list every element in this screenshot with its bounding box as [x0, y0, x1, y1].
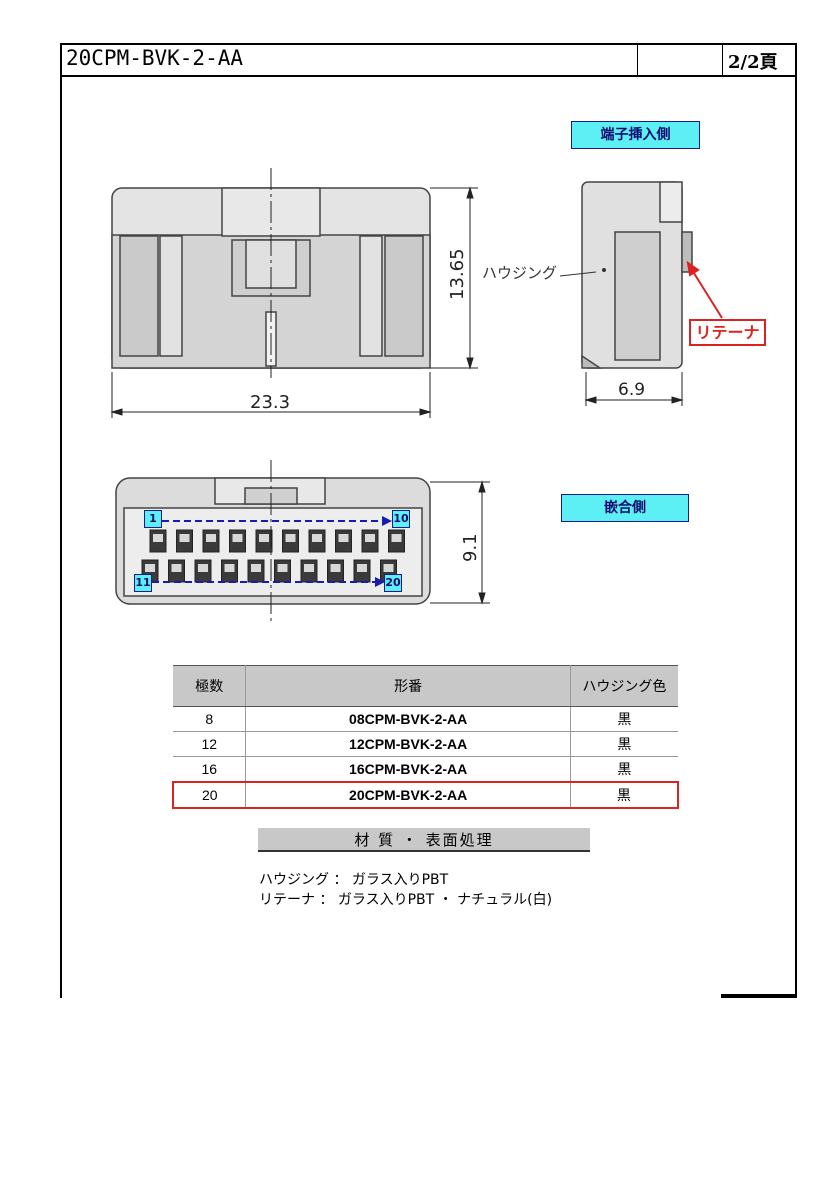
side-view: [581, 181, 693, 369]
frame-bottom-stub: [721, 994, 797, 998]
pin-contact: [171, 564, 182, 572]
dim-mating-height-text: 9.1: [460, 533, 481, 562]
title-divider: [637, 43, 638, 77]
part-cell: 20CPM-BVK-2-AA: [245, 781, 571, 809]
pin-contact: [251, 564, 261, 572]
mating-height-dimension: [430, 480, 490, 605]
dim-width-text: 23.3: [250, 392, 290, 413]
color-cell: 黒: [570, 781, 679, 809]
material-housing: ハウジング ： ガラス入りPBT: [259, 872, 449, 888]
col-header-part: 形番: [245, 665, 571, 707]
insert-side-tag: 端子挿入側: [571, 121, 700, 149]
pin-contact: [357, 564, 367, 572]
drawing-sheet: 20CPM-BVK-2-AA 2/2頁: [60, 43, 797, 998]
pin-contact: [338, 534, 349, 542]
poles-cell: 20: [172, 781, 247, 809]
part-cell: 12CPM-BVK-2-AA: [245, 731, 571, 757]
mating-side-tag: 嵌合側: [561, 494, 689, 522]
pin-contact: [383, 564, 394, 572]
frame-right-border: [795, 43, 797, 998]
arrow-head: [375, 577, 385, 587]
table-row: 12 12CPM-BVK-2-AA 黒: [173, 731, 678, 757]
color-cell: 黒: [570, 756, 678, 783]
frame-left-border: [60, 43, 62, 998]
pin-contact: [232, 534, 243, 542]
pin-contact: [179, 534, 190, 542]
dim-depth-text: 6.9: [618, 380, 645, 400]
pin-label-20: 20: [384, 574, 402, 592]
poles-cell: 8: [173, 706, 247, 732]
color-cell: 黒: [570, 731, 678, 757]
dim-height-text: 13.65: [447, 248, 468, 300]
pin-label-11: 11: [134, 574, 152, 592]
pin-label-1: 1: [144, 510, 162, 528]
retainer-tag: リテーナ: [689, 319, 766, 346]
housing-leader: [559, 271, 597, 277]
table-row: 16 16CPM-BVK-2-AA 黒: [173, 756, 678, 783]
part-number-title: 20CPM-BVK-2-AA: [66, 46, 244, 70]
pin-contact: [145, 564, 155, 572]
part-cell: 16CPM-BVK-2-AA: [245, 756, 571, 783]
pin-contact: [312, 534, 322, 542]
pin-label-10: 10: [392, 510, 410, 528]
poles-cell: 12: [173, 731, 247, 757]
pin-contact: [285, 534, 296, 542]
frame-top-border: [60, 43, 797, 45]
pin-contact: [304, 564, 314, 572]
width-dimension: [110, 372, 432, 418]
poles-cell: 16: [173, 756, 247, 783]
arrow-head: [382, 516, 392, 526]
col-header-poles: 極数: [173, 665, 247, 707]
pin-contact: [153, 534, 163, 542]
pin-contact: [365, 534, 375, 542]
depth-dimension: [584, 372, 684, 406]
col-header-color: ハウジング色: [570, 665, 678, 707]
table-row-highlighted: 20 20CPM-BVK-2-AA 黒: [172, 781, 679, 809]
table-header-row: 極数 形番 ハウジング色: [173, 665, 678, 707]
pin-contact: [330, 564, 341, 572]
table-row: 8 08CPM-BVK-2-AA 黒: [173, 706, 678, 732]
part-cell: 08CPM-BVK-2-AA: [245, 706, 571, 732]
part-number-table: 極数 形番 ハウジング色 8 08CPM-BVK-2-AA 黒 12 12CPM…: [172, 665, 679, 809]
height-dimension: [430, 186, 478, 370]
housing-callout: ハウジング: [482, 264, 558, 282]
material-retainer: リテーナ ： ガラス入りPBT ・ ナチュラル(白): [259, 892, 553, 908]
page-number: 2/2頁: [728, 52, 778, 73]
color-cell: 黒: [570, 706, 678, 732]
pin-contact: [259, 534, 269, 542]
materials-header: 材 質 ・ 表面処理: [258, 828, 590, 852]
title-divider: [722, 43, 723, 77]
pin-contact: [224, 564, 235, 572]
pin-contact: [206, 534, 216, 542]
retainer-arrow: [686, 260, 723, 319]
pin-contact: [277, 564, 288, 572]
pin-contact: [198, 564, 208, 572]
title-block: 20CPM-BVK-2-AA 2/2頁: [60, 43, 797, 77]
pin-contact: [391, 534, 402, 542]
pin-number-arrows: [152, 520, 385, 583]
